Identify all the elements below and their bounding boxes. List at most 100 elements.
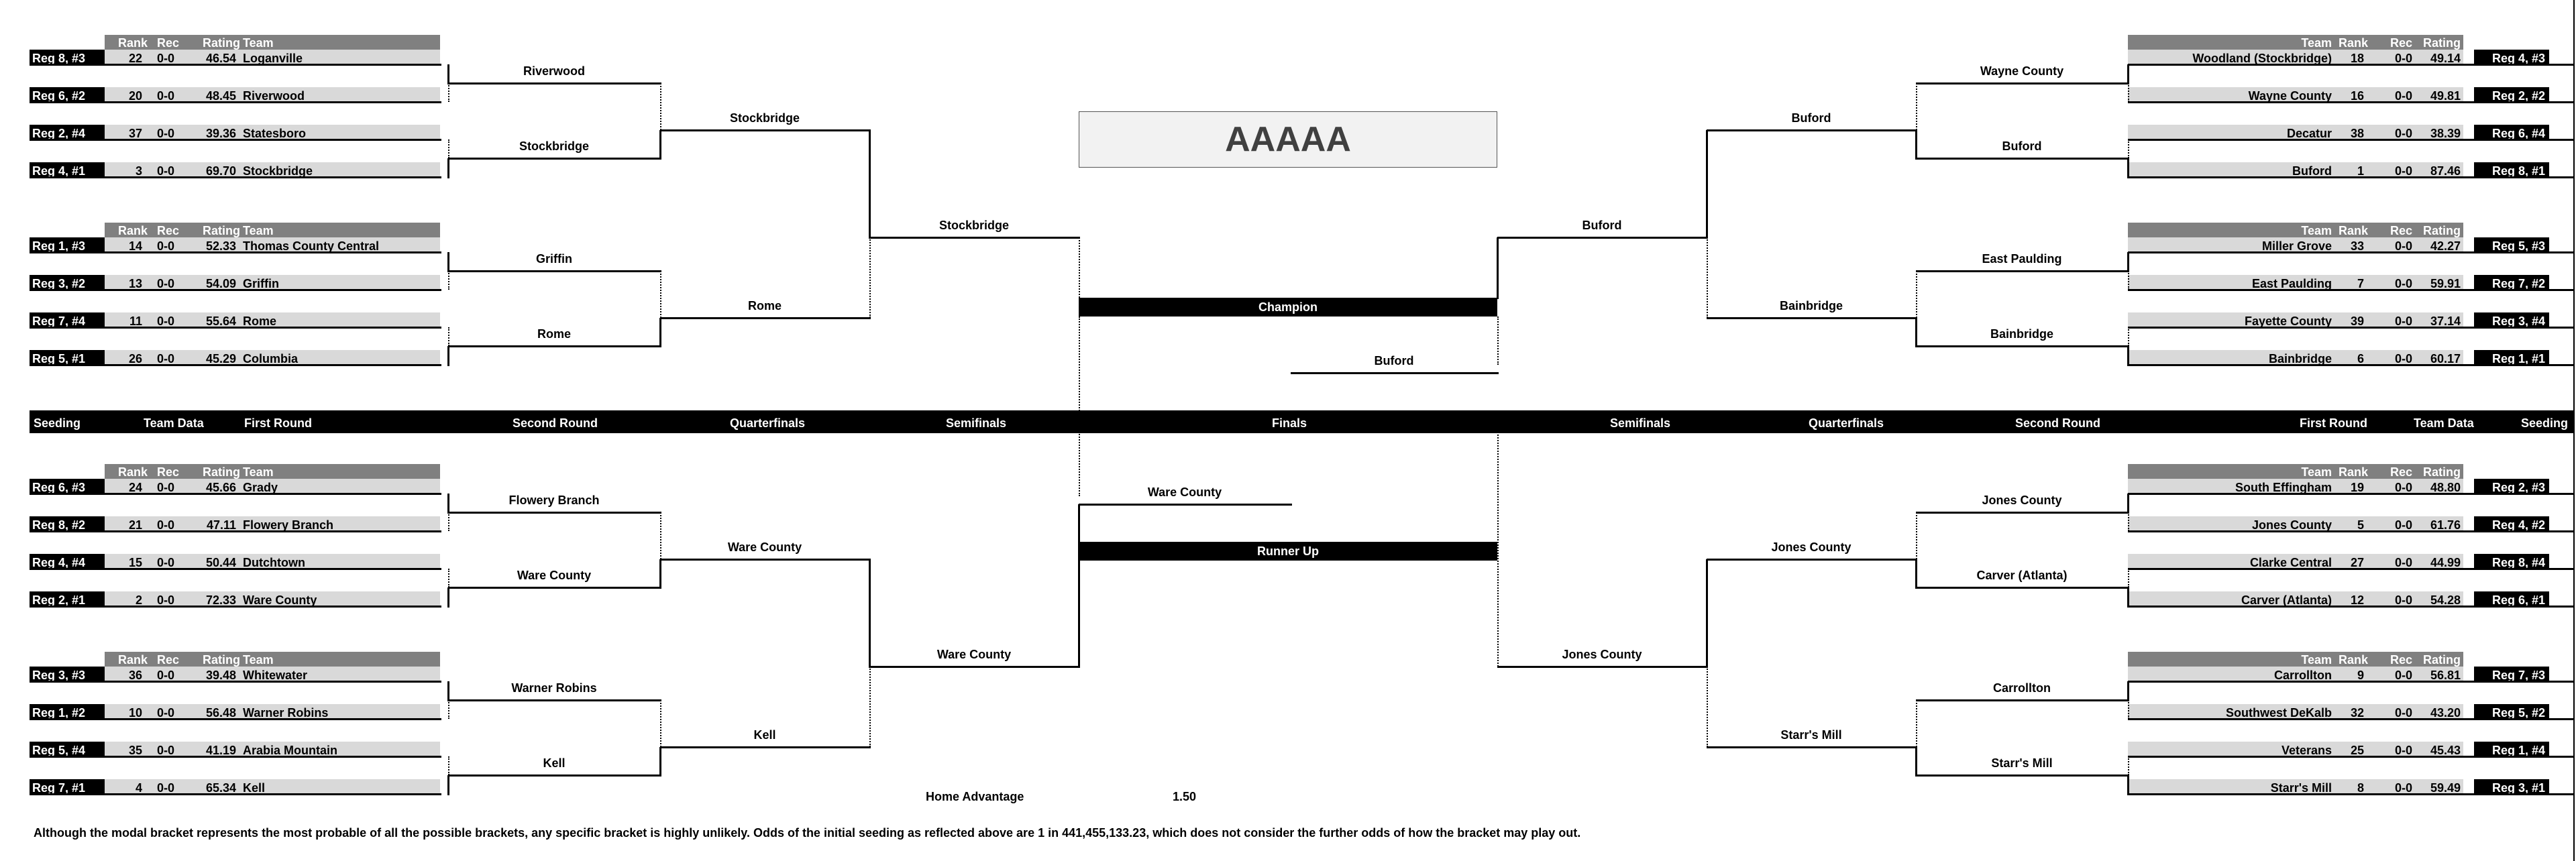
team-record: 0-0: [157, 52, 175, 65]
bracket-line: [660, 129, 871, 131]
row-underline: [2128, 606, 2575, 608]
team-rank: 19: [2350, 481, 2364, 494]
row-underline: [2128, 718, 2575, 720]
team-rank: 20: [128, 89, 142, 103]
bracket-line: [1497, 237, 1499, 299]
bracket-line: [448, 699, 661, 701]
header-team: Team: [243, 653, 274, 667]
second-round-winner: Ware County: [517, 569, 592, 582]
dotted-connector: [660, 512, 661, 559]
team-record: 0-0: [157, 518, 175, 532]
seed-label: Reg 4, #4: [30, 554, 105, 569]
row-underline: [30, 793, 441, 795]
seed-label: Reg 5, #2: [2474, 704, 2549, 720]
header-rec: Rec: [2390, 653, 2412, 667]
bracket-line: [447, 64, 449, 84]
header-rating: Rating: [2423, 653, 2461, 667]
quarterfinal-winner: Kell: [753, 728, 776, 742]
bracket-line: [2127, 587, 2129, 608]
team-name: Southwest DeKalb: [2225, 706, 2332, 720]
dotted-connector: [869, 237, 871, 318]
quarterfinal-winner: Bainbridge: [1779, 299, 1843, 312]
seed-label: Reg 7, #3: [2474, 667, 2549, 682]
bracket-line: [659, 747, 661, 777]
bracket-line: [447, 681, 449, 701]
row-underline: [2128, 681, 2575, 683]
team-rank: 35: [128, 744, 142, 757]
bracket-line: [1915, 318, 1917, 347]
dotted-connector: [1916, 83, 1917, 130]
team-rank: 7: [2357, 277, 2364, 290]
team-rating: 59.49: [2430, 781, 2461, 795]
stage-label-right: Quarterfinals: [1809, 416, 1884, 430]
seed-label: Reg 3, #2: [30, 275, 105, 290]
seed-label: Reg 3, #1: [2474, 779, 2549, 795]
team-rating: 65.34: [205, 781, 236, 795]
stage-label-right: Seeding: [2520, 416, 2568, 430]
header-rating: Rating: [203, 465, 240, 479]
team-rank: 9: [2357, 669, 2364, 682]
team-name: Veterans: [2281, 744, 2332, 757]
team-rank: 13: [128, 277, 142, 290]
dotted-connector: [869, 667, 871, 747]
bracket-line: [448, 774, 661, 777]
team-name: Statesboro: [243, 127, 307, 140]
team-rating: 39.48: [205, 669, 236, 682]
bracket-line: [1707, 317, 1917, 319]
team-record: 0-0: [2394, 239, 2412, 253]
row-underline: [2128, 139, 2575, 141]
team-rank: 38: [2350, 127, 2364, 140]
classification-title: AAAAA: [1079, 111, 1497, 168]
header-rank: Rank: [2338, 224, 2368, 237]
team-rating: 59.91: [2430, 277, 2461, 290]
bracket-line: [1707, 746, 1917, 748]
row-underline: [2128, 64, 2575, 66]
team-name: Carver (Atlanta): [2241, 593, 2332, 607]
team-record: 0-0: [2394, 706, 2412, 720]
team-record: 0-0: [2394, 352, 2412, 365]
bracket-line: [1915, 130, 1917, 160]
team-rank: 1: [2357, 164, 2364, 178]
dotted-connector: [448, 83, 449, 102]
dotted-connector: [1079, 237, 1080, 298]
seed-label: Reg 4, #3: [2474, 50, 2549, 65]
team-name: South Effingham: [2235, 481, 2332, 494]
bracket-line: [1916, 345, 2129, 347]
semifinal-winner: Ware County: [936, 648, 1012, 661]
stage-label-right: First Round: [2300, 416, 2367, 430]
row-underline: [30, 718, 441, 720]
team-rating: 49.81: [2430, 89, 2461, 103]
bracket-line: [869, 666, 1080, 668]
stage-label-left: Second Round: [513, 416, 598, 430]
header-rank: Rank: [2338, 653, 2368, 667]
team-name: Decatur: [2286, 127, 2332, 140]
bracket-line: [1291, 372, 1499, 374]
seed-label: Reg 1, #4: [2474, 742, 2549, 757]
seed-label: Reg 2, #2: [2474, 87, 2549, 103]
champion-team: Buford: [1374, 354, 1414, 367]
header-team: Team: [2301, 465, 2332, 479]
team-rating: 56.48: [205, 706, 236, 720]
header-rank: Rank: [118, 653, 148, 667]
team-rating: 61.76: [2430, 518, 2461, 532]
team-rank: 16: [2350, 89, 2364, 103]
bracket-line: [660, 746, 871, 748]
team-record: 0-0: [2394, 52, 2412, 65]
row-underline: [2128, 289, 2575, 291]
team-name: Stockbridge: [243, 164, 313, 178]
bracket-line: [1707, 559, 1917, 561]
team-record: 0-0: [2394, 781, 2412, 795]
bracket-line: [1916, 512, 2129, 514]
team-rank: 10: [128, 706, 142, 720]
header-rank: Rank: [118, 465, 148, 479]
